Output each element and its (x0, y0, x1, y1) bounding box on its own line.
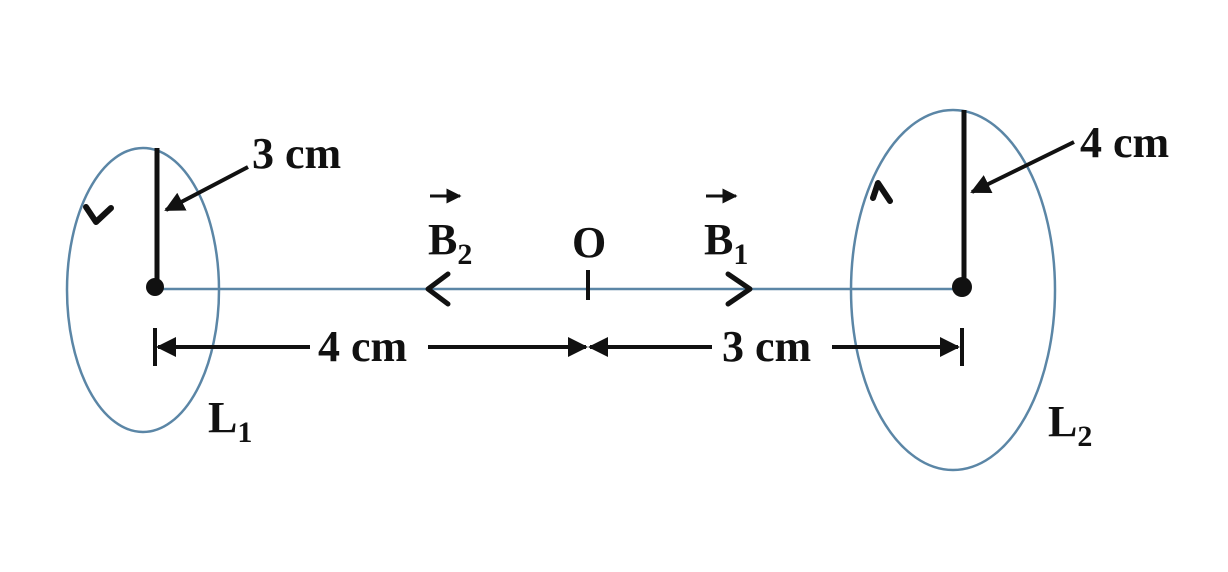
b1-label-base: B (704, 215, 733, 264)
l1-label-base: L (208, 393, 237, 442)
point-o-label: O (572, 218, 606, 267)
b2-label-sub: 2 (457, 238, 472, 271)
distance-label-left: 4 cm (318, 322, 407, 371)
distance-label-right: 3 cm (722, 322, 811, 371)
l2-label-base: L (1048, 397, 1077, 446)
b1-label: B1 (704, 215, 748, 271)
current-arrow-l1 (83, 204, 114, 225)
radius-label-l2: 4 cm (1080, 118, 1169, 167)
center-dot-l1 (146, 278, 164, 296)
b2-label: B2 (428, 215, 472, 271)
b2-arrowhead (425, 271, 451, 307)
radius-pointer-l1 (164, 165, 249, 212)
loop-label-l2: L2 (1048, 397, 1092, 453)
center-dot-l2 (952, 277, 972, 297)
b1-label-sub: 1 (733, 238, 748, 271)
loop-label-l1: L1 (208, 393, 252, 449)
radius-pointer-l2 (970, 140, 1075, 194)
l1-label-sub: 1 (237, 416, 252, 449)
current-arrow-l2 (870, 180, 893, 204)
b2-label-base: B (428, 215, 457, 264)
b1-arrowhead (725, 271, 753, 307)
l2-label-sub: 2 (1077, 420, 1092, 453)
radius-label-l1: 3 cm (252, 129, 341, 178)
